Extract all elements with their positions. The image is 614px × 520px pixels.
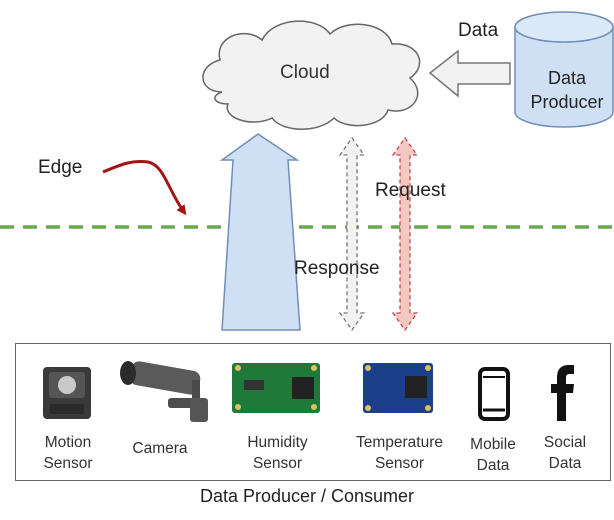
data-flow-label: Data bbox=[458, 20, 499, 41]
device-label-line1: Camera bbox=[132, 440, 188, 457]
data-producer-line1: Data bbox=[547, 68, 587, 88]
device-label-line1: Social bbox=[543, 434, 587, 451]
device-label-line1: Humidity bbox=[247, 434, 308, 451]
motion-sensor-icon bbox=[43, 367, 91, 419]
device-label-line1: Temperature bbox=[355, 434, 443, 451]
device-label-temperature-sensor: Temperature Sensor bbox=[342, 432, 457, 474]
device-label-line1: Mobile bbox=[470, 436, 516, 453]
data-producer-label: Data Producer bbox=[522, 66, 612, 114]
device-label-social-data: Social Data bbox=[534, 432, 596, 474]
data-flow-arrow bbox=[428, 49, 511, 98]
device-label-camera: Camera bbox=[120, 438, 200, 459]
response-label: Response bbox=[294, 258, 380, 279]
edge-label: Edge bbox=[38, 157, 83, 178]
request-label: Request bbox=[375, 180, 446, 201]
device-label-motion-sensor: Motion Sensor bbox=[28, 432, 108, 474]
camera-icon bbox=[120, 361, 208, 422]
cloud-shape bbox=[202, 20, 421, 130]
device-label-line2: Sensor bbox=[43, 455, 93, 472]
data-producer-cylinder bbox=[514, 11, 614, 128]
device-label-line1: Motion bbox=[44, 434, 92, 451]
humidity-sensor-icon bbox=[232, 363, 320, 413]
data-producer-line2: Producer bbox=[530, 92, 604, 112]
request-arrow bbox=[391, 136, 419, 332]
footer-label: Data Producer / Consumer bbox=[199, 486, 415, 506]
edge-pointer-arrow bbox=[102, 160, 187, 216]
social-f-icon bbox=[551, 365, 574, 421]
temperature-sensor-icon bbox=[363, 363, 433, 413]
device-label-humidity-sensor: Humidity Sensor bbox=[230, 432, 325, 474]
response-arrow bbox=[338, 136, 366, 332]
device-label-line2: Sensor bbox=[374, 455, 425, 472]
device-label-line2: Data bbox=[476, 457, 510, 474]
upload-arrow bbox=[219, 133, 301, 331]
device-label-line2: Data bbox=[548, 455, 582, 472]
devices-box bbox=[15, 343, 611, 481]
device-label-mobile-data: Mobile Data bbox=[462, 434, 524, 476]
cloud-label: Cloud bbox=[280, 62, 330, 83]
mobile-phone-icon bbox=[478, 367, 510, 421]
device-label-line2: Sensor bbox=[252, 455, 303, 472]
